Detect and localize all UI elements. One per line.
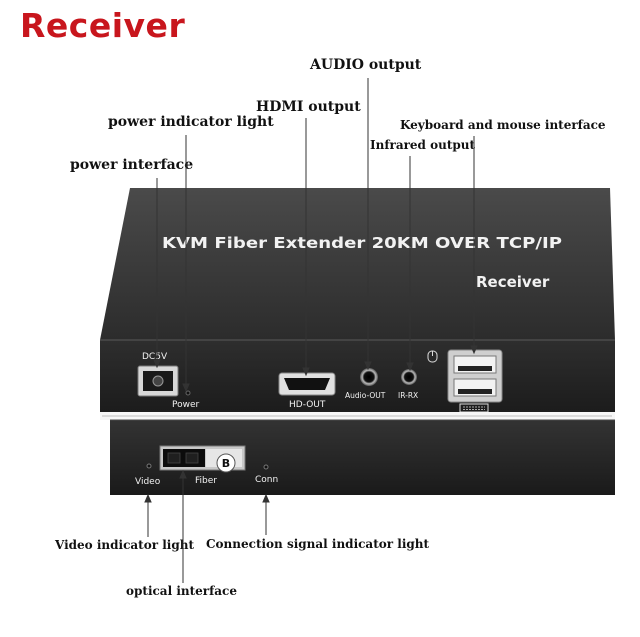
keyboard-mouse-interface-label: Keyboard and mouse interface	[400, 118, 606, 132]
audio-output-label: AUDIO output	[310, 57, 422, 73]
ir-rx-jack	[401, 369, 417, 385]
power-indicator-led	[185, 390, 191, 396]
upper-unit-top	[100, 188, 615, 340]
power-indicator-light-label: power indicator light	[108, 114, 274, 130]
fiber-badge-letter: B	[222, 457, 230, 470]
video-port-label: Video	[135, 477, 161, 487]
connection-signal-indicator-light-label: Connection signal indicator light	[206, 537, 430, 551]
video-indicator-light-label: Video indicator light	[55, 538, 195, 552]
optical-interface-label: optical interface	[126, 584, 237, 598]
conn-indicator-led	[263, 464, 269, 470]
hd-out-label: HD-OUT	[289, 400, 326, 410]
dc5v-label: DC5V	[142, 352, 168, 362]
device-model-label: Receiver	[476, 273, 550, 291]
fiber-badge	[216, 453, 236, 473]
device-top-label: KVM Fiber Extender 20KM OVER TCP/IP	[162, 234, 562, 252]
power-port-label: Power	[172, 400, 200, 410]
fiber-port-label: Fiber	[195, 476, 217, 486]
power-interface-label: power interface	[70, 157, 194, 173]
audio-out-jack	[360, 368, 378, 386]
ir-rx-label: IR-RX	[398, 391, 418, 400]
page-title: Receiver	[20, 6, 186, 45]
audio-out-label: Audio-OUT	[345, 391, 386, 400]
leader-lines	[144, 78, 478, 583]
infrared-output-label: Infrared output	[370, 138, 476, 152]
video-indicator-led	[146, 463, 152, 469]
conn-port-label: Conn	[255, 475, 278, 485]
hdmi-output-label: HDMI output	[256, 99, 361, 115]
